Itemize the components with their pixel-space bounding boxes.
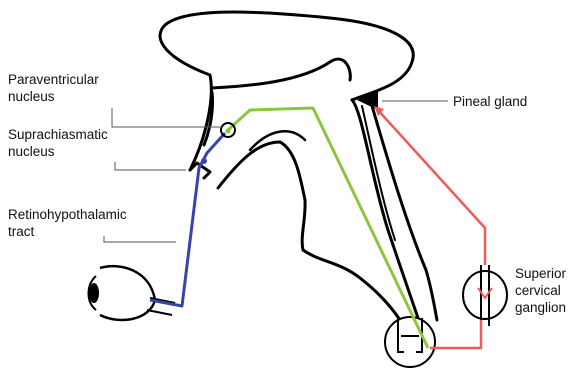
label-suprachiasmatic: Suprachiasmatic nucleus xyxy=(8,127,112,159)
hypothalamic-spinal-pathway xyxy=(228,108,428,348)
label-superior-cervical: Superior cervical ganglion xyxy=(515,266,570,315)
thalamus-outline xyxy=(212,59,350,88)
eye-shape xyxy=(89,266,176,320)
sympathetic-pathway xyxy=(430,320,481,348)
label-retinohypothalamic: Retinohypothalamic tract xyxy=(8,207,130,239)
superior-cervical-ganglion-shape xyxy=(463,265,507,326)
suprachiasmatic-node xyxy=(201,158,207,164)
leader-suprachiasmatic xyxy=(115,162,186,170)
paraventricular-node xyxy=(226,129,231,134)
spinal-cord-section xyxy=(385,317,435,367)
retinohypothalamic-pathway xyxy=(150,133,225,306)
label-pineal: Pineal gland xyxy=(453,94,527,109)
label-paraventricular: Paraventricular nucleus xyxy=(8,72,103,104)
leader-retinohypothalamic xyxy=(104,236,176,242)
